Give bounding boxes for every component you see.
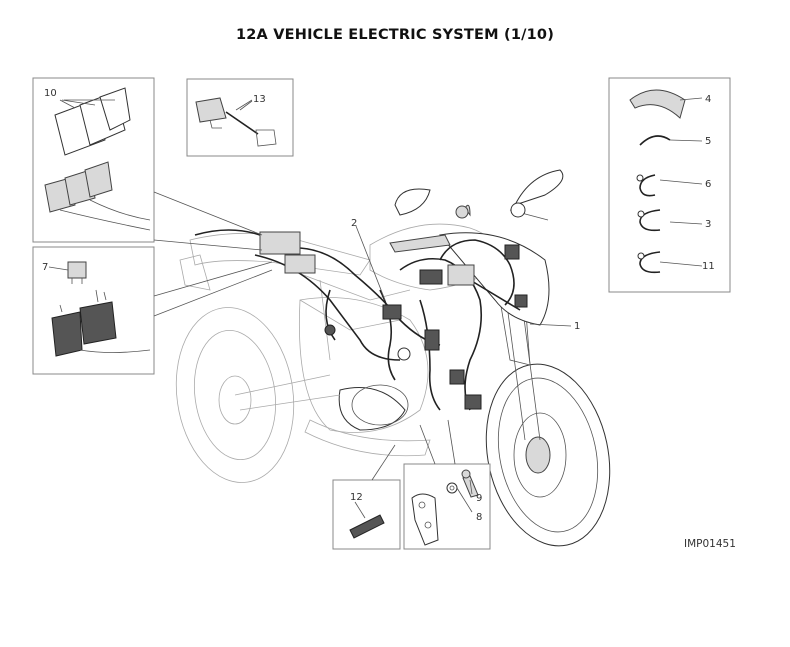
detail-box-bracket — [403, 463, 491, 550]
part-label-9: 9 — [476, 493, 482, 504]
part-label-6: 6 — [705, 179, 711, 190]
part-label-7: 7 — [42, 262, 48, 273]
image-code: IMP01451 — [684, 538, 736, 550]
part-label-13: 13 — [253, 94, 266, 105]
part-label-2: 2 — [351, 218, 357, 229]
detail-box-clamps — [608, 77, 731, 293]
detail-box-relays — [32, 77, 155, 243]
part-number-labels: 1 2 3 4 5 6 7 8 9 10 11 12 13 — [42, 88, 715, 523]
detail-box-sleeve — [332, 479, 401, 550]
part-label-1: 1 — [574, 321, 580, 332]
part-label-12: 12 — [350, 492, 363, 503]
motorcycle-illustration — [175, 169, 611, 547]
detail-box-sensor — [186, 78, 294, 157]
part-label-3: 3 — [705, 219, 711, 230]
detail-box-fuses — [32, 246, 155, 375]
main-wiring-harness — [194, 229, 528, 411]
leader-lines — [48, 97, 703, 519]
page-title: 12A VEHICLE ELECTRIC SYSTEM (1/10) — [235, 27, 555, 43]
part-label-11: 11 — [702, 261, 715, 272]
part-label-5: 5 — [705, 136, 711, 147]
part-label-4: 4 — [705, 94, 711, 105]
part-label-10: 10 — [44, 88, 57, 99]
part-label-8: 8 — [476, 512, 482, 523]
